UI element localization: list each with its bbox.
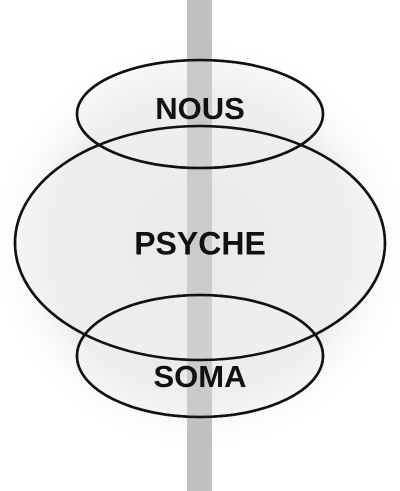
soma-label: SOMA	[154, 359, 247, 394]
vertical-axis-bar-overlay	[187, 0, 212, 491]
psyche-label: PSYCHE	[134, 225, 266, 261]
nous-outline	[75, 58, 325, 170]
nous-label: NOUS	[155, 91, 245, 126]
soma-outline	[75, 293, 325, 419]
psyche-outline	[13, 124, 387, 362]
